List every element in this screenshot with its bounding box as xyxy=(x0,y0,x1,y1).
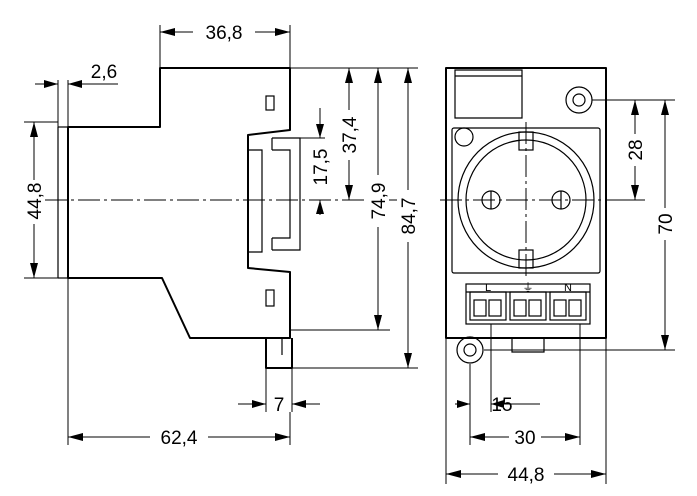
dim-15: 15 xyxy=(455,324,540,416)
dim-30-label: 30 xyxy=(514,428,535,449)
dim-62-4: 62,4 xyxy=(67,278,291,449)
dim-7: 7 xyxy=(238,368,320,416)
lower-window xyxy=(265,289,275,307)
top-mounting-hole xyxy=(565,86,593,114)
dim-62-4-label: 62,4 xyxy=(161,428,198,449)
dim-2-6: 2,6 xyxy=(35,62,118,127)
terminal-label-pe: ⏚ xyxy=(523,281,534,294)
dim-17-5: 17,5 xyxy=(300,108,332,215)
dim-15-label: 15 xyxy=(491,395,512,416)
dim-74-9-label: 74,9 xyxy=(369,183,390,220)
din-rail-profile xyxy=(271,137,301,251)
terminal-label-n: N xyxy=(564,282,572,294)
dim-28: 28 xyxy=(592,99,647,201)
upper-window xyxy=(265,95,275,111)
dim-44-8-front-label: 44,8 xyxy=(508,465,545,486)
dim-37-4-label: 37,4 xyxy=(340,116,361,153)
dim-17-5-label: 17,5 xyxy=(311,149,332,186)
side-view-housing xyxy=(67,67,291,339)
dim-74-9: 74,9 xyxy=(290,67,390,331)
dim-44-8-side: 44,8 xyxy=(23,121,58,279)
indicator-led xyxy=(454,127,474,147)
terminal-block xyxy=(465,283,591,325)
dim-84-7: 84,7 xyxy=(292,67,420,369)
terminal-label-l: L xyxy=(485,282,491,294)
dim-44-8-side-label: 44,8 xyxy=(25,183,46,220)
dim-84-7-label: 84,7 xyxy=(399,198,420,235)
clip-foot xyxy=(265,338,293,369)
dim-37-4: 37,4 xyxy=(290,67,361,200)
dim-36-8-label: 36,8 xyxy=(206,23,243,44)
dim-28-label: 28 xyxy=(626,139,647,160)
bottom-mounting-hole xyxy=(456,336,484,364)
dim-70-label: 70 xyxy=(656,213,677,234)
dim-36-8: 36,8 xyxy=(159,20,291,68)
dim-2-6-label: 2,6 xyxy=(91,62,117,83)
front-view: L ⏚ N xyxy=(440,67,612,364)
dim-44-8-front: 44,8 xyxy=(445,338,607,486)
dim-7-label: 7 xyxy=(274,395,285,416)
dim-30: 30 xyxy=(469,324,581,449)
